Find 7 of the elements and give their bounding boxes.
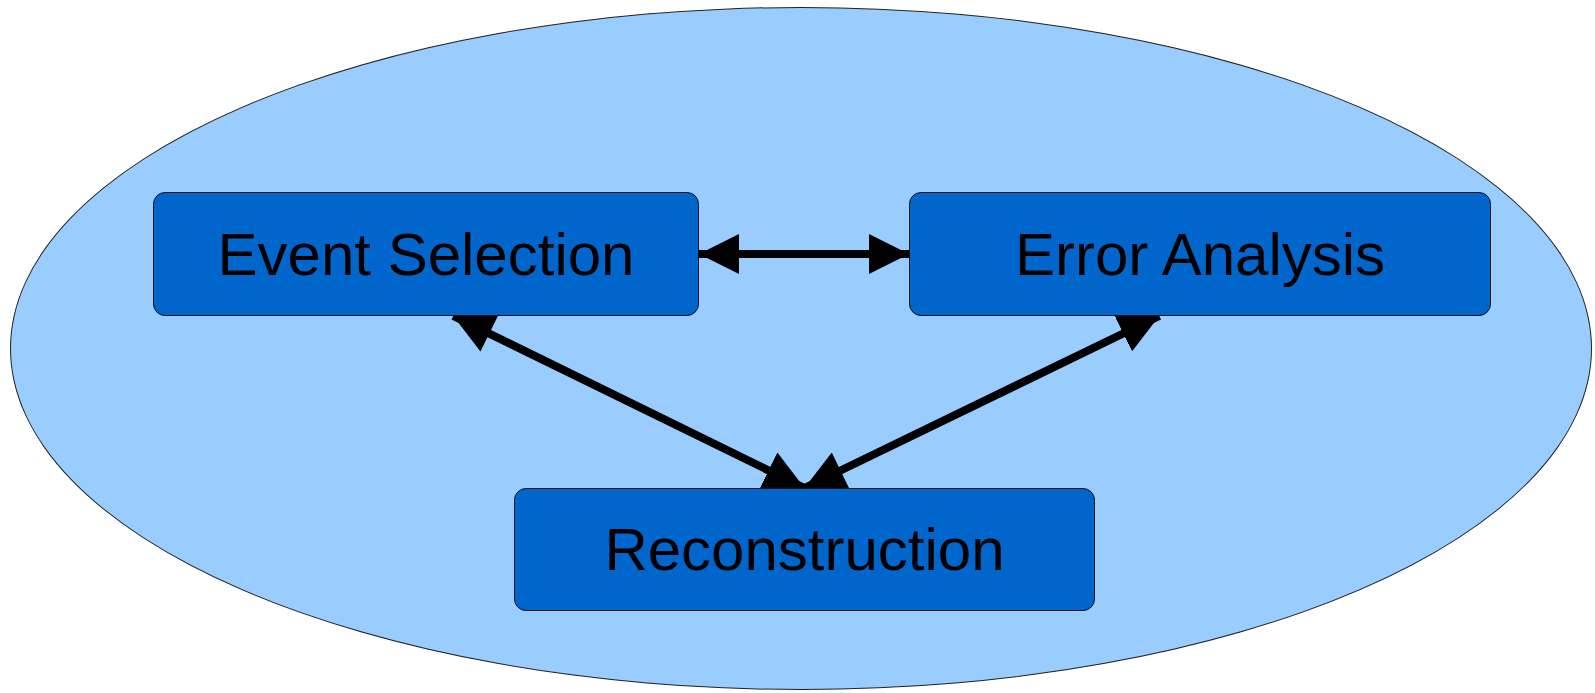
box-label: Reconstruction	[604, 515, 1005, 584]
process-box	[514, 488, 1095, 611]
process-box	[153, 192, 699, 316]
process-box	[909, 192, 1491, 316]
double-arrow	[699, 234, 909, 274]
box-label: Event Selection	[217, 219, 635, 289]
box-label: Error Analysis	[1014, 219, 1386, 289]
